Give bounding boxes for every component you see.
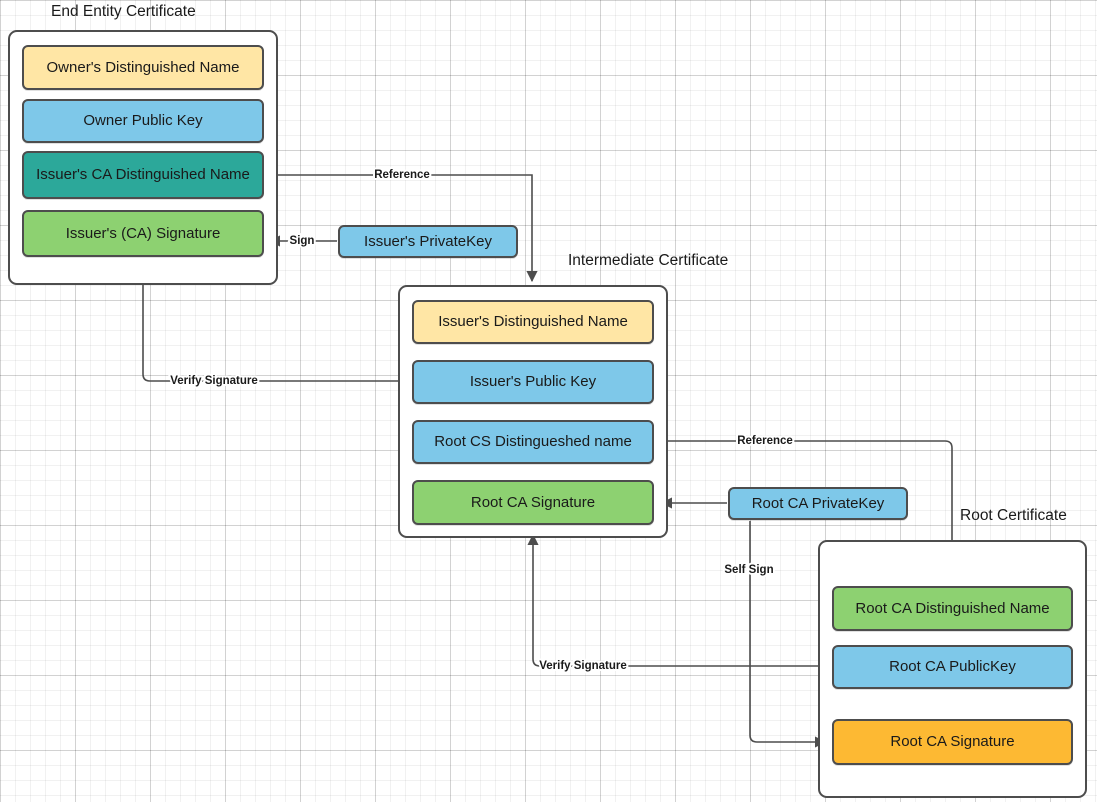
intermediate-root-cs-distingueshed-name[interactable]: Root CS Distingueshed name	[412, 420, 654, 464]
node-label: Owner Public Key	[83, 112, 203, 130]
node-label: Issuer's (CA) Signature	[65, 224, 221, 242]
edge-verify-signature-top	[137, 260, 412, 382]
edge-label-self-sign: Self Sign	[724, 564, 773, 576]
issuers-private-key[interactable]: Issuer's PrivateKey	[338, 225, 518, 258]
root-ca-distinguished-name[interactable]: Root CA Distinguished Name	[832, 586, 1073, 631]
edge-label-sign: Sign	[290, 235, 315, 247]
node-label: Root CA Signature	[470, 493, 596, 511]
node-label: Root CA Distinguished Name	[855, 599, 1050, 617]
edge-label-reference-top: Reference	[374, 169, 430, 181]
node-label: Root CA PublicKey	[889, 658, 1016, 676]
title-end-entity-certificate: End Entity Certificate	[51, 3, 196, 20]
node-label: Issuer's PrivateKey	[364, 232, 492, 250]
edge-label-reference-bottom: Reference	[737, 435, 793, 447]
node-label: Root CS Distingueshed name	[434, 433, 632, 451]
root-ca-signature[interactable]: Root CA Signature	[832, 719, 1073, 765]
edge-verify-signature-bottom	[527, 533, 831, 667]
node-label: Issuer's CA Distinguished Name	[36, 166, 250, 184]
edge-reference-top	[264, 174, 538, 283]
edge-self-sign	[749, 521, 827, 748]
root-ca-public-key[interactable]: Root CA PublicKey	[832, 645, 1073, 689]
title-root-certificate: Root Certificate	[960, 507, 1067, 524]
edge-label-verify-signature-bottom: Verify Signature	[539, 660, 627, 672]
end-entity-owner-public-key[interactable]: Owner Public Key	[22, 99, 264, 143]
title-intermediate-certificate: Intermediate Certificate	[568, 252, 729, 269]
end-entity-issuer-ca-signature[interactable]: Issuer's (CA) Signature	[22, 210, 264, 257]
node-label: Root CA PrivateKey	[751, 494, 885, 512]
edge-reference-bottom	[655, 440, 958, 589]
intermediate-root-ca-signature[interactable]: Root CA Signature	[412, 480, 654, 525]
intermediate-issuer-distinguished-name[interactable]: Issuer's Distinguished Name	[412, 300, 654, 344]
node-label: Owner's Distinguished Name	[46, 58, 240, 76]
node-label: Issuer's Distinguished Name	[438, 313, 628, 331]
edge-label-verify-signature-top: Verify Signature	[170, 375, 258, 387]
end-entity-owner-distinguished-name[interactable]: Owner's Distinguished Name	[22, 45, 264, 90]
node-label: Root CA Signature	[890, 733, 1015, 751]
root-ca-private-key[interactable]: Root CA PrivateKey	[728, 487, 908, 520]
end-entity-issuer-ca-distinguished-name[interactable]: Issuer's CA Distinguished Name	[22, 151, 264, 199]
intermediate-issuer-public-key[interactable]: Issuer's Public Key	[412, 360, 654, 404]
node-label: Issuer's Public Key	[469, 373, 597, 391]
